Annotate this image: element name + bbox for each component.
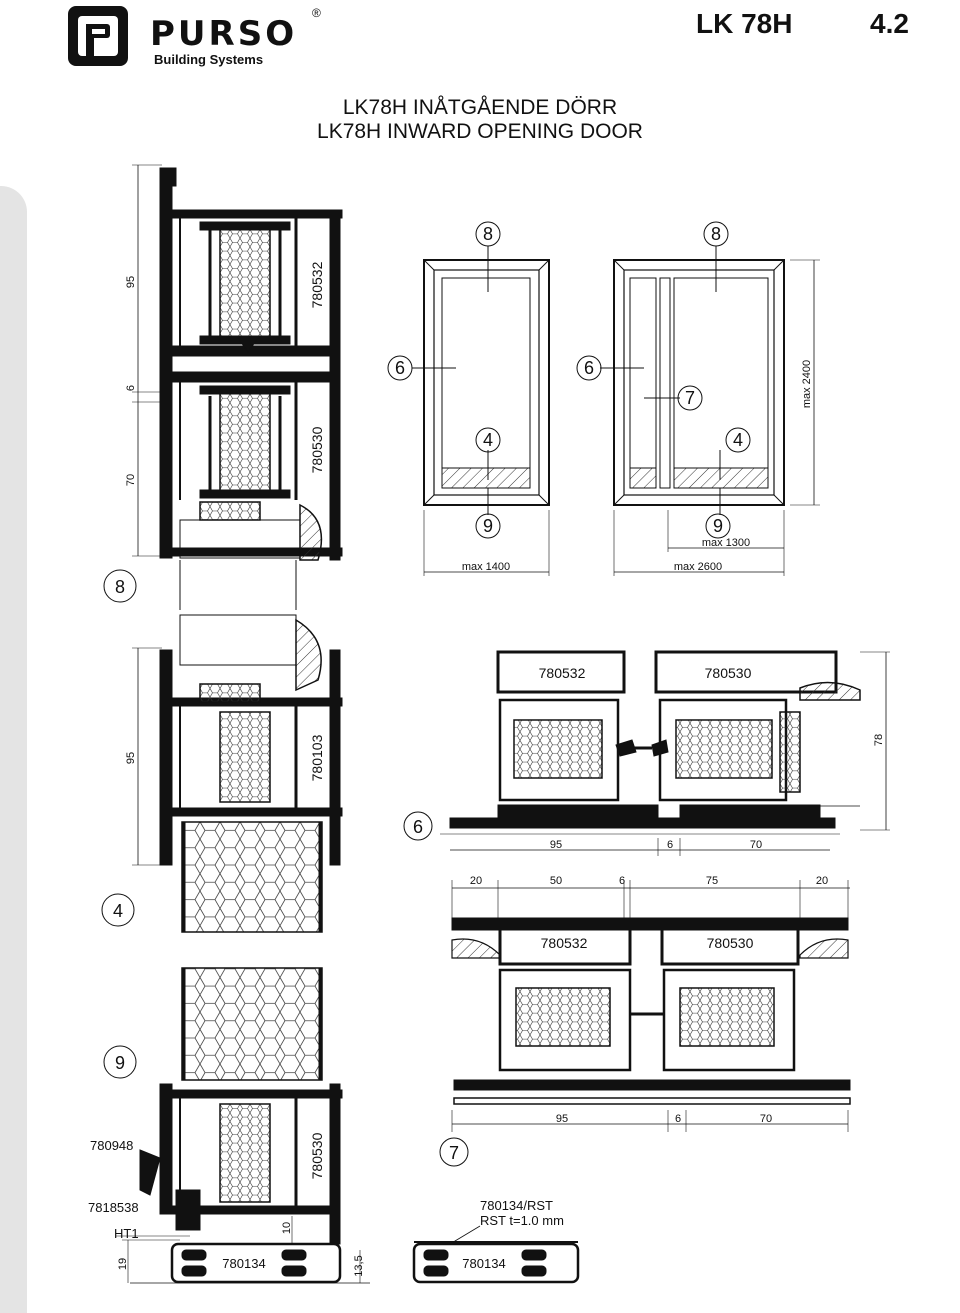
section-marker-8 xyxy=(103,569,137,603)
threshold-profile-label: 780134 xyxy=(222,1256,265,1271)
section-6-profile-780532: 780532 xyxy=(539,665,586,681)
dim-upper-95: 95 xyxy=(125,276,137,288)
section-6-label: 6 xyxy=(413,817,423,837)
brand-name: PURSO xyxy=(150,14,298,54)
section-7-top-dim-75: 75 xyxy=(706,875,718,887)
section-6-dim-78: 78 xyxy=(873,734,885,746)
section-7-profile-780530: 780530 xyxy=(707,935,754,951)
section-7-top-dim-50: 50 xyxy=(550,875,562,887)
section-6-dim-70: 70 xyxy=(750,839,762,851)
dim-upper-70: 70 xyxy=(125,474,137,486)
threshold-detail xyxy=(412,1225,580,1284)
section-label-9: 9 xyxy=(115,1053,125,1073)
profile-780530-bottom: 780530 xyxy=(309,1132,325,1179)
label-ht1: HT1 xyxy=(114,1226,139,1241)
page-number: 4.2 xyxy=(870,8,909,39)
dim-bottom-10: 10 xyxy=(281,1222,293,1234)
registered-mark: ® xyxy=(312,6,321,20)
section-6-profile-780530: 780530 xyxy=(705,665,752,681)
elev-double-mark-6: 6 xyxy=(584,358,594,378)
section-6-dim-6: 6 xyxy=(667,839,673,851)
section-label-4: 4 xyxy=(113,901,123,921)
threshold-detail-label2: RST t=1.0 mm xyxy=(480,1213,564,1228)
elev-single-mark-4: 4 xyxy=(483,430,493,450)
section-marker-9 xyxy=(103,1045,137,1079)
vertical-section-drawing xyxy=(116,164,370,1284)
section-7-top-dim-6: 6 xyxy=(619,875,625,887)
horizontal-section-6 xyxy=(403,650,890,856)
elev-double-mark-8: 8 xyxy=(711,224,721,244)
elev-double-leaf-width: max 1300 xyxy=(702,537,750,549)
section-label-8: 8 xyxy=(115,577,125,597)
single-door-elevation xyxy=(387,221,550,576)
section-7-profile-780532: 780532 xyxy=(541,935,588,951)
page-title-swedish: LK78H INÅTGÅENDE DÖRR xyxy=(342,96,618,119)
double-door-elevation xyxy=(576,221,820,576)
horizontal-section-7 xyxy=(439,880,851,1167)
model-number: LK 78H xyxy=(696,8,793,39)
profile-780103-vertical: 780103 xyxy=(309,734,325,781)
dim-lower-95: 95 xyxy=(125,752,137,764)
section-7-label: 7 xyxy=(449,1143,459,1163)
elev-double-height: max 2400 xyxy=(801,360,813,408)
dim-bottom-19: 19 xyxy=(117,1258,129,1270)
elev-double-mark-4: 4 xyxy=(733,430,743,450)
elev-double-mark-7: 7 xyxy=(685,388,695,408)
section-7-top-dim-20b: 20 xyxy=(816,875,828,887)
section-7-dim-95: 95 xyxy=(556,1113,568,1125)
page-sidebar-strip xyxy=(0,186,27,1313)
elev-single-width: max 1400 xyxy=(462,561,510,573)
section-6-dim-95: 95 xyxy=(550,839,562,851)
dim-bottom-13-5: 13,5 xyxy=(353,1255,365,1276)
purso-logo-icon xyxy=(68,6,128,66)
threshold-detail-profile: 780134 xyxy=(462,1256,505,1271)
profile-780530-vertical: 780530 xyxy=(309,426,325,473)
elev-single-mark-9: 9 xyxy=(483,516,493,536)
dim-upper-6: 6 xyxy=(125,385,137,391)
elev-single-mark-8: 8 xyxy=(483,224,493,244)
elev-double-mark-9: 9 xyxy=(713,516,723,536)
label-7818538: 7818538 xyxy=(88,1200,139,1215)
page-title-english: LK78H INWARD OPENING DOOR xyxy=(317,120,643,143)
threshold-detail-label1: 780134/RST xyxy=(480,1198,553,1213)
elev-double-width: max 2600 xyxy=(674,561,722,573)
section-marker-4 xyxy=(101,893,135,927)
section-7-top-dim-20a: 20 xyxy=(470,875,482,887)
label-780948: 780948 xyxy=(90,1138,133,1153)
elev-single-mark-6: 6 xyxy=(395,358,405,378)
section-7-dim-70: 70 xyxy=(760,1113,772,1125)
brand-tagline: Building Systems xyxy=(154,52,264,67)
profile-780532-vertical: 780532 xyxy=(309,261,325,308)
section-7-dim-6: 6 xyxy=(675,1113,681,1125)
